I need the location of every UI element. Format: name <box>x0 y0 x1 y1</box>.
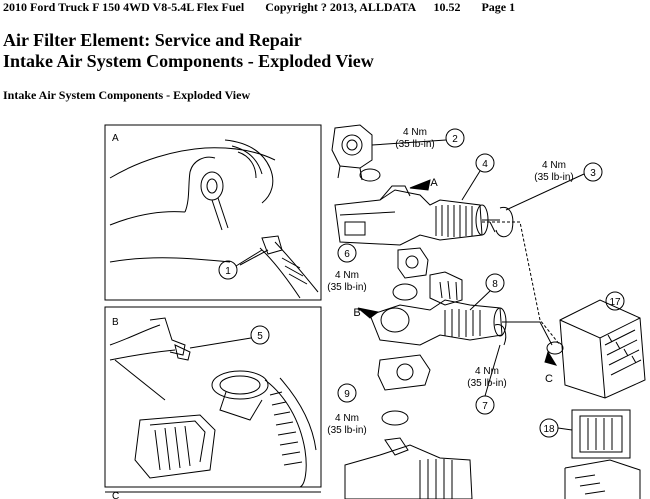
callout-8-label: 8 <box>492 279 498 290</box>
callout-9-circle <box>337 383 357 403</box>
torque-9-lbin: (35 lb-in) <box>327 425 366 436</box>
torque-3-nm: 4 Nm <box>542 160 566 171</box>
callout-9-label: 9 <box>344 389 350 400</box>
callout-4-circle <box>475 153 495 173</box>
callout-6-circle <box>337 243 357 263</box>
torque-6-lbin: (35 lb-in) <box>327 282 366 293</box>
callout-1-circle <box>218 260 238 280</box>
view-letter-c: C <box>545 373 553 385</box>
panel-b-drawing <box>109 317 317 488</box>
component-2-sensor <box>331 124 373 181</box>
component-lower-sensor <box>377 354 431 391</box>
panel-a-drawing <box>109 139 319 299</box>
clamp-3 <box>495 206 514 238</box>
component-18-filter <box>571 409 631 459</box>
panel-a-frame <box>104 124 322 301</box>
torque-2-lbin: (35 lb-in) <box>395 139 434 150</box>
component-lower-duct <box>344 437 473 499</box>
callout-4-label: 4 <box>482 159 488 170</box>
torque-7-nm: 4 Nm <box>475 366 499 377</box>
component-4-duct <box>334 185 489 246</box>
callout-7-label: 7 <box>482 401 488 412</box>
view-arrow-a <box>409 179 431 191</box>
component-lower-housing <box>564 459 641 499</box>
vehicle-text: 2010 Ford Truck F 150 4WD V8-5.4L Flex F… <box>3 0 245 14</box>
component-mid-sensor <box>397 247 429 279</box>
panel-b-frame <box>104 306 322 488</box>
view-letter-a: A <box>430 177 438 189</box>
clamp-ring-9 <box>381 410 409 426</box>
callout-3-circle <box>583 162 603 182</box>
panel-letter-a: A <box>112 133 119 144</box>
callout-8-circle <box>485 273 505 293</box>
callout-3-label: 3 <box>590 168 596 179</box>
torque-6-nm: 4 Nm <box>335 270 359 281</box>
section-heading: Intake Air System Components - Exploded … <box>3 88 251 102</box>
torque-3-lbin: (35 lb-in) <box>534 172 573 183</box>
callout-2-label: 2 <box>452 134 458 145</box>
callout-17-circle <box>605 291 625 311</box>
component-17-housing <box>546 299 646 399</box>
callout-1-label: 1 <box>225 266 231 277</box>
clamp-ring-top <box>359 168 381 182</box>
callout-5-label: 5 <box>257 331 263 342</box>
view-arrow-b <box>357 307 380 319</box>
copyright-text: Copyright ? 2013, ALLDATA <box>265 0 416 14</box>
torque-7-lbin: (35 lb-in) <box>467 378 506 389</box>
callout-18-label: 18 <box>543 424 555 435</box>
callout-2-circle <box>445 128 465 148</box>
page-title-secondary: Intake Air System Components - Exploded … <box>3 51 374 71</box>
panel-letter-c: C <box>112 491 119 499</box>
panel-letter-b: B <box>112 317 119 328</box>
page-number: Page 1 <box>481 0 516 14</box>
torque-2-nm: 4 Nm <box>403 127 427 138</box>
page-title: Air Filter Element: Service and Repair <box>3 30 302 50</box>
clamp-7 <box>494 324 507 346</box>
version-text: 10.52 <box>433 0 461 14</box>
callout-5-circle <box>250 325 270 345</box>
torque-9-nm: 4 Nm <box>335 413 359 424</box>
view-letter-b: B <box>353 307 360 319</box>
view-arrow-c <box>544 350 558 366</box>
callout-6-label: 6 <box>344 249 350 260</box>
callout-17-label: 17 <box>609 297 621 308</box>
clamp-ring-6 <box>392 283 418 301</box>
page-header: 2010 Ford Truck F 150 4WD V8-5.4L Flex F… <box>3 0 515 15</box>
